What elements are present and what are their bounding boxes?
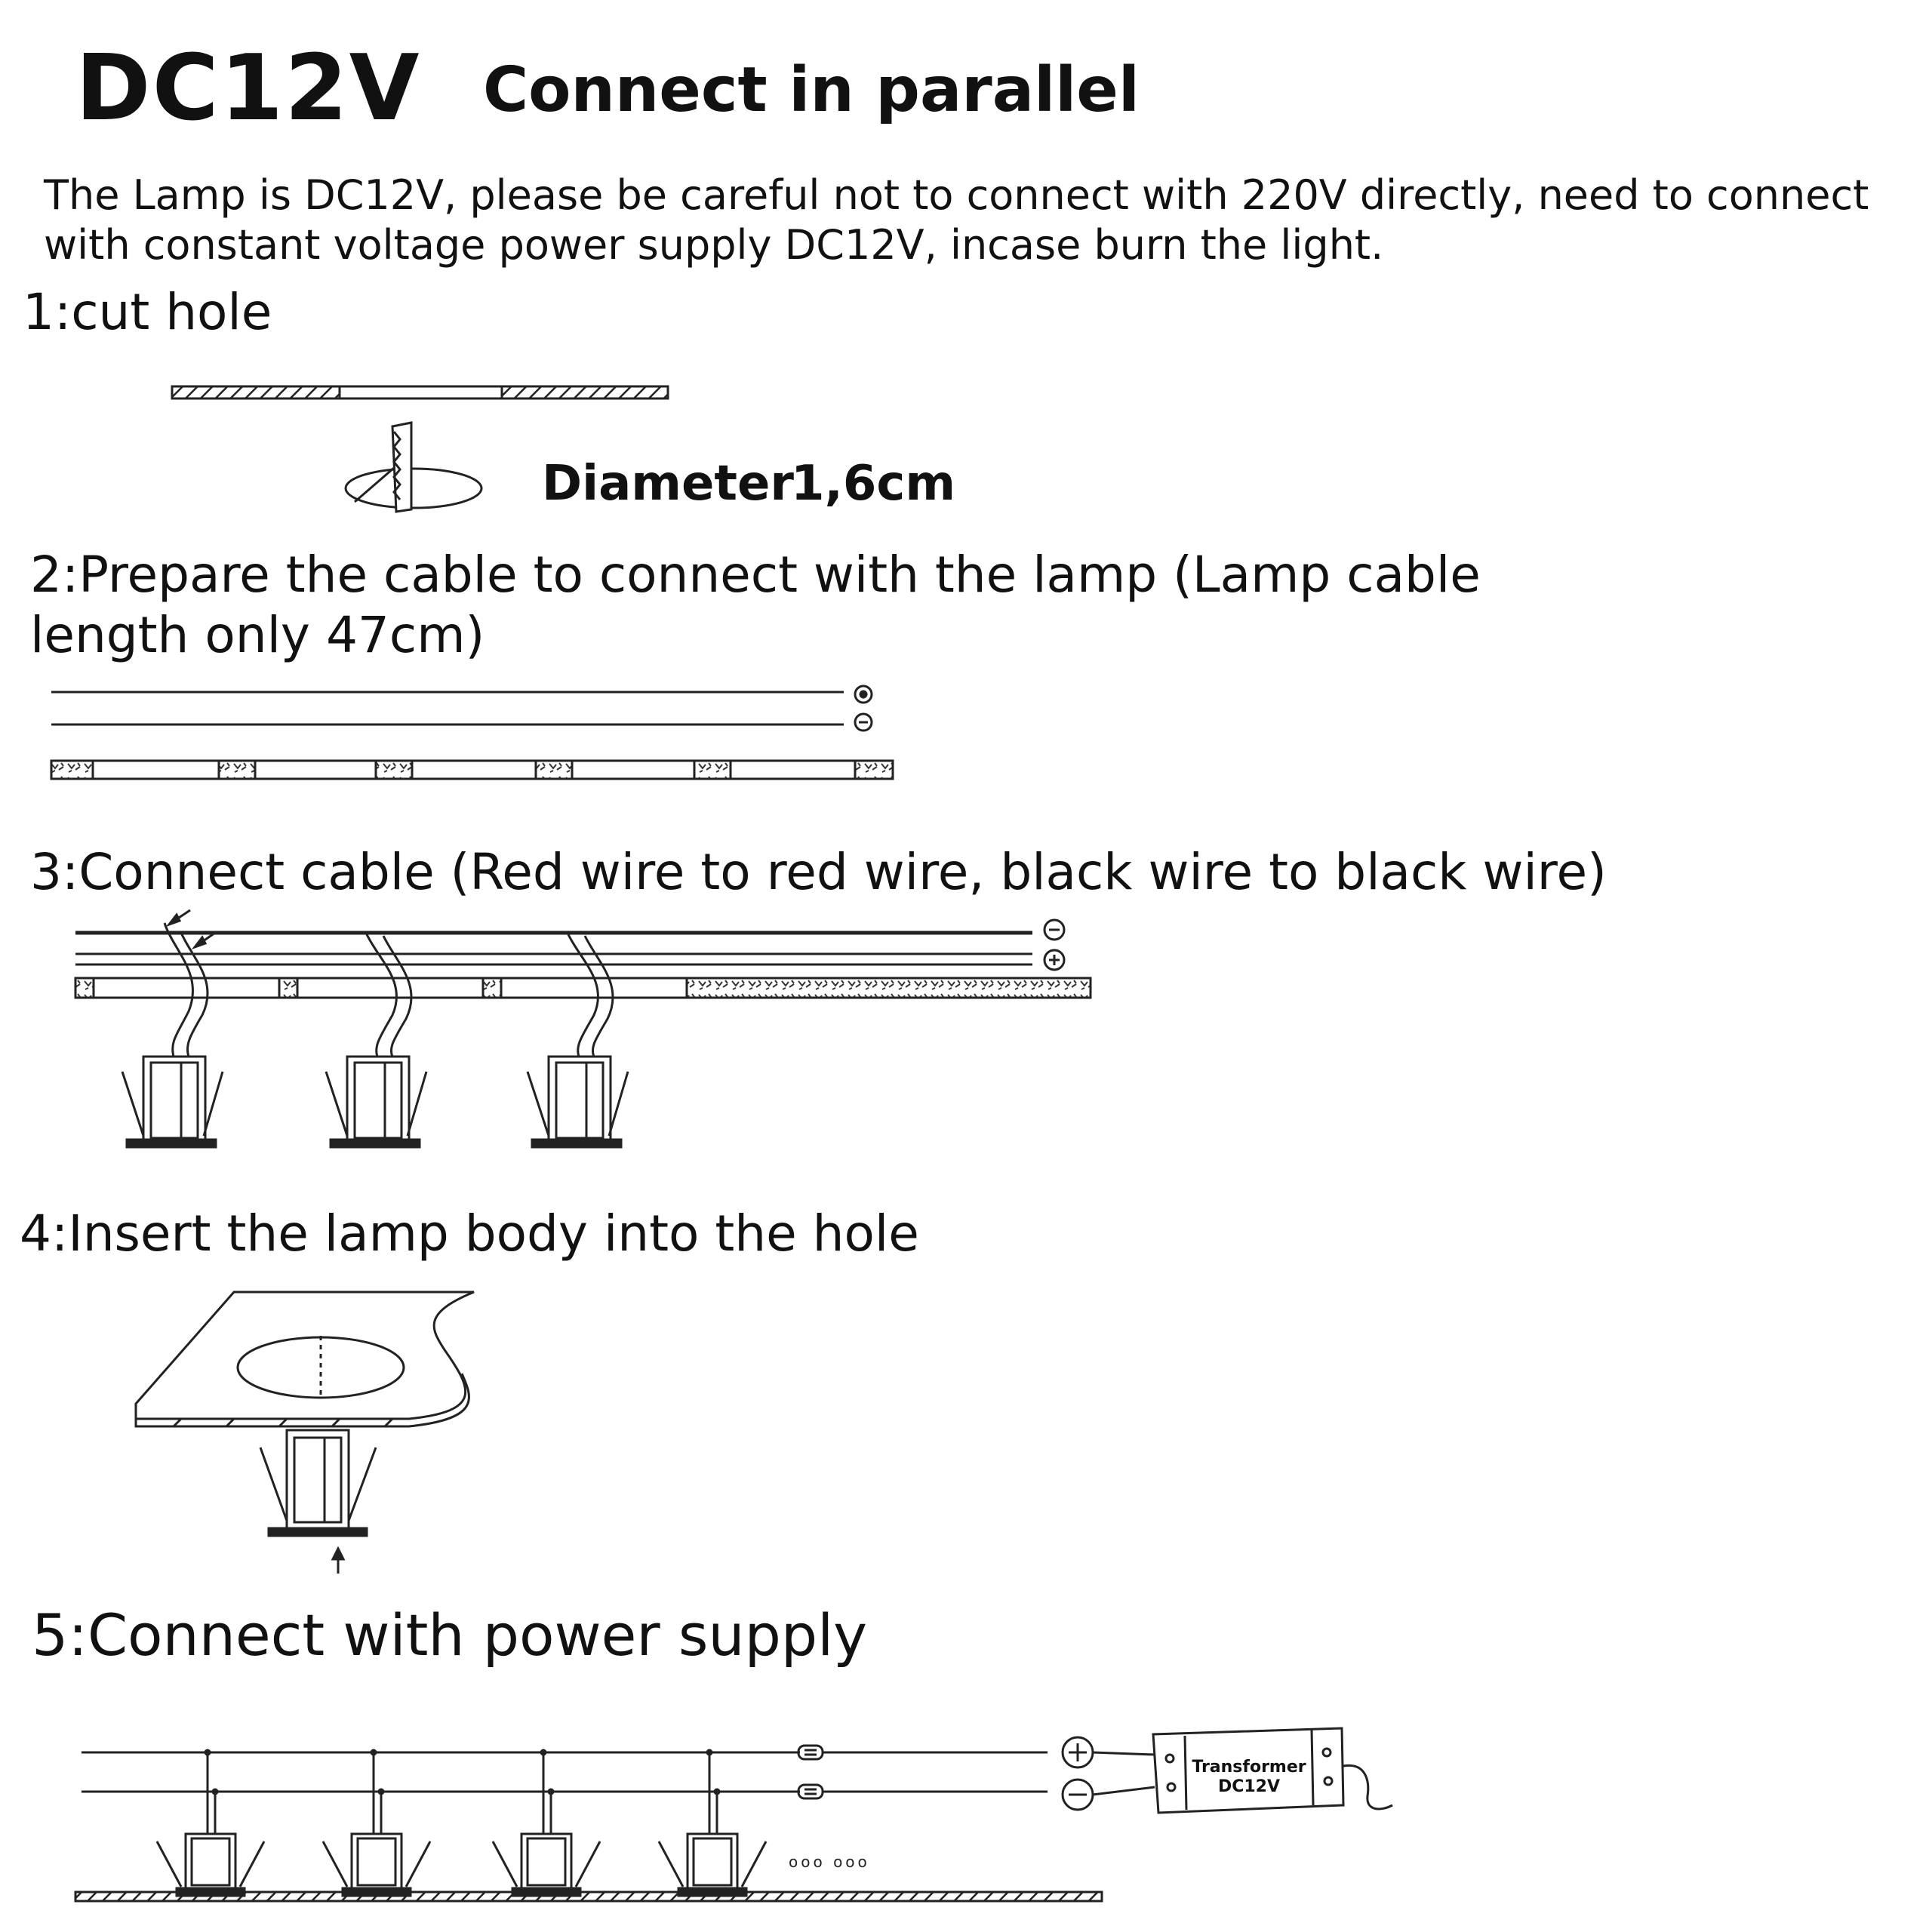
ellipsis-more-lamps: ooo ooo (789, 1853, 870, 1871)
arrow-icon (165, 909, 216, 950)
step-5-label: 5:Connect with power supply (32, 1601, 868, 1669)
lamp-icon (526, 932, 629, 1149)
transformer-box (1152, 1727, 1393, 1814)
lamp-icon (259, 1429, 377, 1537)
cable-wires (51, 691, 844, 726)
lamp-icon (325, 932, 428, 1149)
plus-terminal-icon (854, 685, 873, 704)
minus-terminal-icon (1061, 1778, 1155, 1811)
cable-sheath-step3 (74, 977, 1092, 999)
minus-terminal-icon (854, 712, 873, 732)
board-with-hole (171, 385, 669, 400)
cable-wires-step3 (75, 931, 1032, 966)
plus-terminal-icon (1061, 1736, 1155, 1769)
step-3-label: 3:Connect cable (Red wire to red wire, b… (30, 843, 1607, 901)
main-title: DC12V (75, 36, 421, 141)
lamp-icon (121, 922, 224, 1149)
lamp-icon (491, 1749, 601, 1897)
diameter-value: 1,6cm (791, 456, 955, 512)
supply-wires (82, 1744, 1048, 1800)
floor-board (74, 1890, 1103, 1903)
arrow-up-icon (331, 1546, 346, 1574)
minus-terminal-icon (1043, 918, 1066, 941)
diameter-label: Diameter (542, 456, 794, 512)
step-1-label: 1:cut hole (23, 283, 272, 341)
lamp-icon (321, 1749, 432, 1897)
board-with-hole (134, 1291, 475, 1428)
plus-terminal-icon (1043, 949, 1066, 971)
transformer-label: Transformer (1192, 1758, 1306, 1777)
cable-sheath-stripped (50, 759, 894, 780)
hole-saw-icon (344, 421, 483, 513)
step-2-label: 2:Prepare the cable to connect with the … (30, 546, 1481, 664)
lamp-icon (657, 1749, 768, 1897)
warning-text: The Lamp is DC12V, please be careful not… (44, 171, 1869, 269)
transformer-voltage: DC12V (1218, 1777, 1280, 1796)
subtitle: Connect in parallel (483, 54, 1140, 126)
lamp-icon (155, 1749, 266, 1897)
step-4-label: 4:Insert the lamp body into the hole (20, 1204, 919, 1263)
